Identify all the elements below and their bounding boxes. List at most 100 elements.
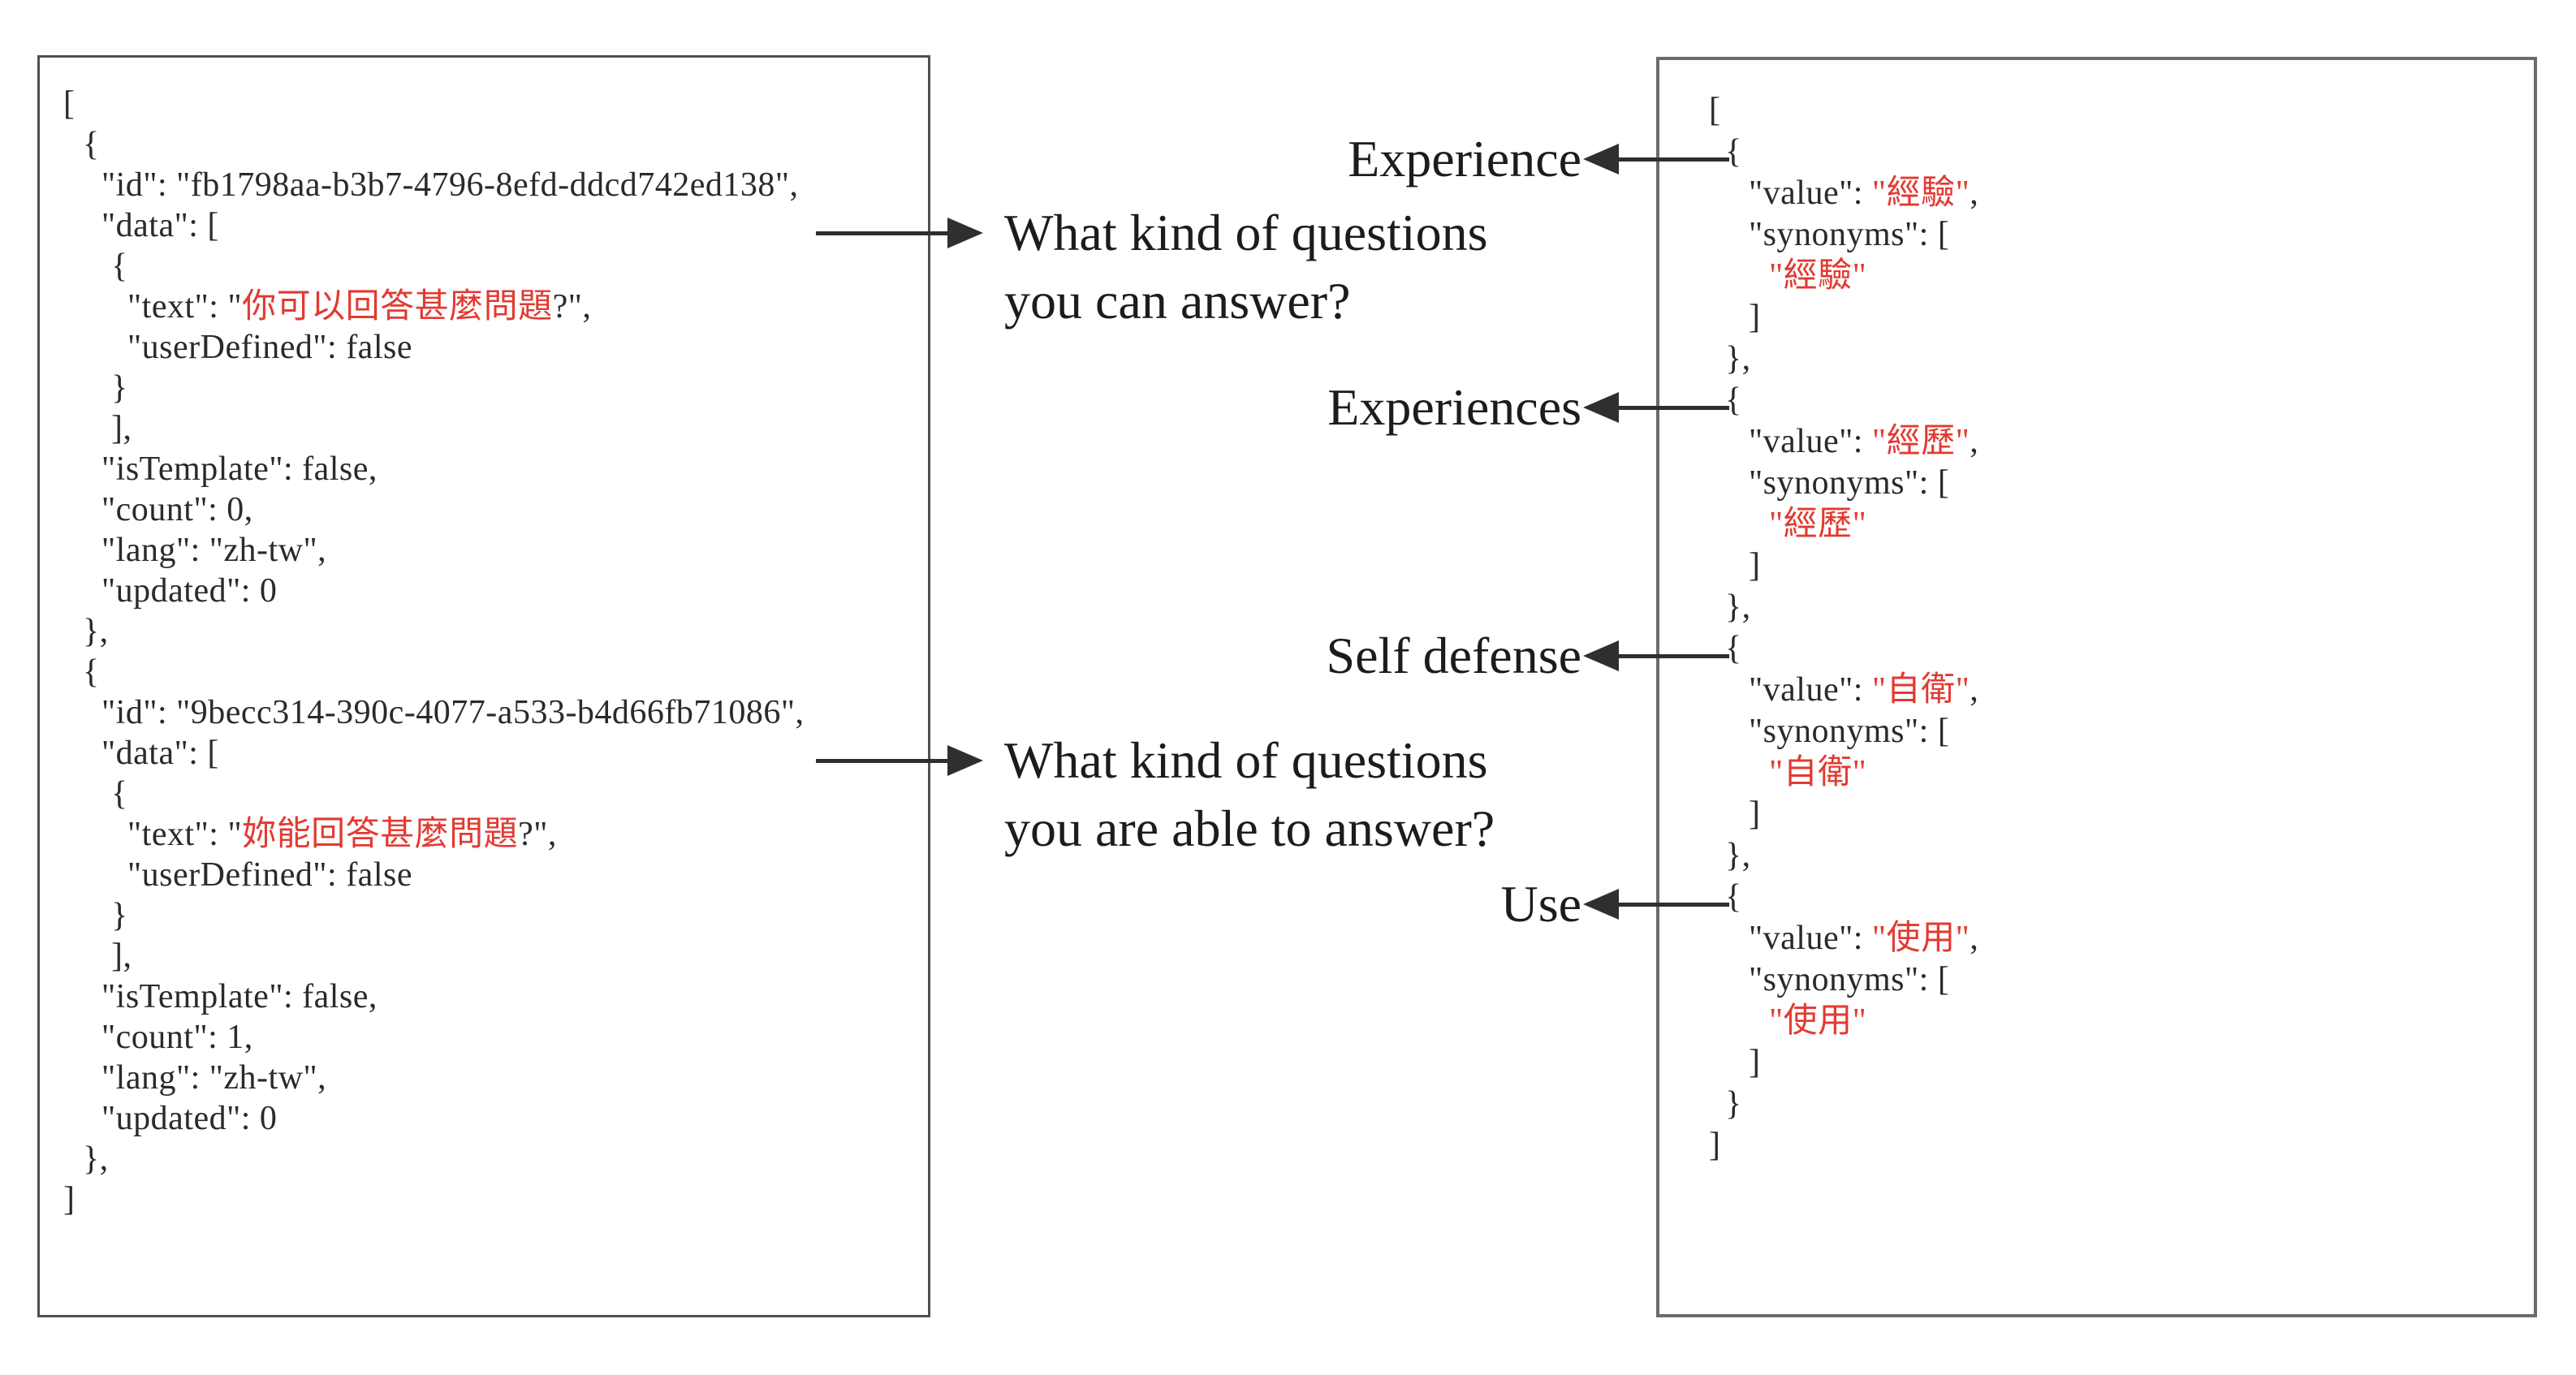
arrow-line-experiences [1617, 406, 1729, 410]
code-text: }, [1725, 588, 1751, 626]
annotation-experiences: Experiences [1327, 378, 1581, 436]
code-line: "synonyms": [ [1659, 463, 2534, 504]
code-text: ] [1749, 547, 1761, 584]
code-line: "userDefined": false [40, 855, 928, 895]
code-line: "經歷" [1659, 504, 2534, 545]
code-text: "value": [1749, 423, 1872, 460]
code-line: "updated": 0 [40, 571, 928, 611]
entities-json-panel: [{"value": "經驗","synonyms": ["經驗"]},{"va… [1656, 57, 2537, 1317]
code-line: "value": "自衛", [1659, 670, 2534, 711]
code-text: ?", [552, 288, 592, 325]
code-line: "lang": "zh-tw", [40, 530, 928, 571]
code-line: "使用" [1659, 1001, 2534, 1042]
code-line: "isTemplate": false, [40, 449, 928, 489]
code-text: "updated": 0 [101, 572, 278, 610]
code-text: "text": " [127, 288, 243, 325]
code-text: "data": [ [101, 735, 219, 772]
code-line: } [40, 368, 928, 408]
code-line: ] [1659, 1125, 2534, 1166]
code-text: { [83, 126, 100, 163]
code-text: ] [1709, 1127, 1721, 1164]
code-line: } [1659, 1084, 2534, 1125]
code-text: "synonyms": [ [1749, 961, 1950, 998]
code-line: { [40, 774, 928, 814]
code-text: { [1725, 381, 1742, 419]
code-chinese-red-text: "經驗" [1769, 257, 1867, 295]
code-line: } [40, 895, 928, 936]
code-line: "userDefined": false [40, 327, 928, 368]
code-text: "synonyms": [ [1749, 713, 1950, 750]
code-line: [ [1659, 90, 2534, 131]
code-text: "data": [ [101, 207, 219, 244]
code-line: "synonyms": [ [1659, 711, 2534, 752]
code-text: }, [83, 613, 109, 650]
code-text: "value": [1749, 671, 1872, 709]
code-line: "經驗" [1659, 256, 2534, 297]
code-text: [ [1709, 92, 1721, 129]
code-text: } [1725, 1085, 1742, 1123]
code-text: { [1725, 878, 1742, 916]
arrow-head-experience-icon [1583, 144, 1619, 175]
code-text: }, [1725, 837, 1751, 874]
code-line: { [40, 246, 928, 287]
code-text: , [1970, 423, 1979, 460]
code-line: [ [40, 84, 928, 124]
code-text: { [111, 775, 128, 812]
code-text: , [1970, 671, 1979, 709]
code-text: "isTemplate": false, [101, 978, 378, 1015]
code-text: "lang": "zh-tw", [101, 1059, 327, 1097]
code-line: "lang": "zh-tw", [40, 1058, 928, 1098]
annotation-question-2: What kind of questions you are able to a… [1004, 726, 1495, 863]
code-line: { [1659, 628, 2534, 670]
code-line: ] [1659, 1042, 2534, 1084]
code-chinese-red-text: "經驗" [1871, 175, 1970, 212]
code-line: "updated": 0 [40, 1098, 928, 1139]
code-line: ] [40, 1179, 928, 1220]
code-text: [ [63, 85, 76, 123]
code-text: ?", [518, 816, 557, 853]
code-line: "value": "使用", [1659, 918, 2534, 959]
arrow-line-use [1617, 903, 1729, 907]
code-text: ] [1749, 795, 1761, 833]
arrow-line-self-defense [1617, 654, 1729, 658]
code-line: { [1659, 877, 2534, 918]
code-line: }, [40, 1139, 928, 1179]
code-text: } [111, 369, 128, 407]
code-text: "userDefined": false [127, 329, 412, 366]
annotation-question-2-line2: you are able to answer? [1004, 800, 1495, 857]
code-chinese-red-text: "使用" [1871, 920, 1970, 957]
code-line: ] [1659, 545, 2534, 587]
intents-json-panel: [{"id": "fb1798aa-b3b7-4796-8efd-ddcd742… [37, 55, 930, 1317]
arrow-head-self-defense-icon [1583, 640, 1619, 671]
code-line: "自衛" [1659, 752, 2534, 794]
annotation-question-1: What kind of questions you can answer? [1004, 199, 1487, 335]
arrow-head-use-icon [1583, 889, 1619, 920]
code-line: "data": [ [40, 733, 928, 774]
code-text: "value": [1749, 920, 1872, 957]
code-line: "value": "經驗", [1659, 173, 2534, 214]
code-line: "value": "經歷", [1659, 421, 2534, 463]
code-line: { [40, 652, 928, 692]
code-line: { [1659, 131, 2534, 173]
code-line: }, [40, 611, 928, 652]
code-line: "count": 1, [40, 1017, 928, 1058]
code-text: "value": [1749, 175, 1872, 212]
annotation-use: Use [1500, 875, 1581, 933]
code-text: "count": 0, [101, 491, 253, 528]
code-text: ] [63, 1181, 76, 1218]
code-line: ], [40, 936, 928, 976]
code-chinese-red-text: 你可以回答甚麼問題 [242, 288, 553, 325]
code-text: "count": 1, [101, 1019, 253, 1056]
code-line: "synonyms": [ [1659, 959, 2534, 1001]
code-text: "userDefined": false [127, 856, 412, 894]
code-line: "id": "fb1798aa-b3b7-4796-8efd-ddcd742ed… [40, 165, 928, 205]
code-line: "data": [ [40, 205, 928, 246]
code-text: ] [1749, 299, 1761, 336]
code-line: "text": "妳能回答甚麼問題?", [40, 814, 928, 855]
arrow-head-experiences-icon [1583, 392, 1619, 423]
arrow-line-question-1 [816, 231, 947, 235]
code-line: }, [1659, 835, 2534, 877]
code-text: "isTemplate": false, [101, 450, 378, 488]
code-text: { [1725, 630, 1742, 667]
